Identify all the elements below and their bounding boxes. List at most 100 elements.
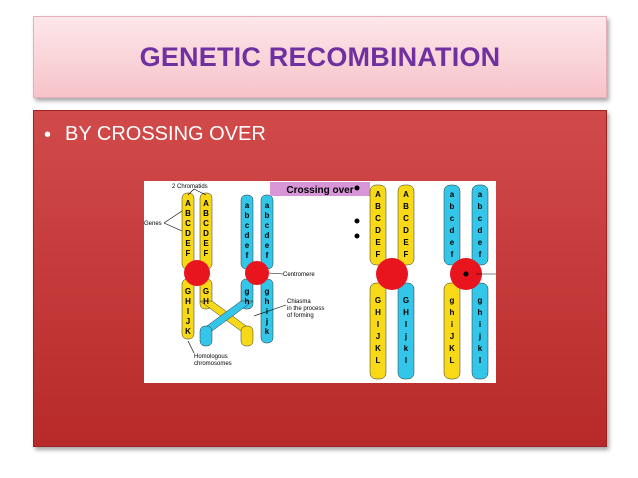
- svg-text:a: a: [245, 201, 250, 210]
- svg-text:b: b: [265, 211, 270, 220]
- svg-text:A: A: [375, 190, 381, 199]
- bullet-item: • BY CROSSING OVER: [44, 123, 266, 146]
- chromatid-crossed-cyan-bottom: [199, 325, 213, 347]
- svg-text:l: l: [405, 356, 407, 365]
- svg-text:B: B: [203, 209, 209, 218]
- svg-text:f: f: [479, 250, 482, 259]
- svg-text:k: k: [478, 344, 483, 353]
- bullet-dot-icon: •: [44, 123, 52, 146]
- svg-text:b: b: [245, 211, 250, 220]
- svg-text:K: K: [185, 327, 191, 336]
- svg-text:A: A: [403, 190, 409, 199]
- svg-text:i: i: [451, 320, 453, 329]
- svg-text:d: d: [450, 226, 455, 235]
- svg-text:h: h: [478, 308, 483, 317]
- svg-text:K: K: [375, 344, 381, 353]
- svg-text:b: b: [478, 202, 483, 211]
- svg-text:L: L: [450, 356, 455, 365]
- svg-text:j: j: [478, 332, 481, 341]
- svg-text:J: J: [450, 332, 454, 341]
- svg-text:d: d: [478, 226, 483, 235]
- content-panel: • BY CROSSING OVER A: [33, 110, 607, 447]
- svg-text:F: F: [376, 250, 381, 259]
- svg-text:e: e: [450, 238, 455, 247]
- svg-text:I: I: [187, 307, 189, 316]
- svg-text:c: c: [478, 214, 483, 223]
- svg-text:g: g: [478, 296, 483, 305]
- svg-text:B: B: [403, 202, 409, 211]
- svg-text:G: G: [375, 296, 381, 305]
- svg-text:c: c: [265, 221, 270, 230]
- svg-text:e: e: [265, 241, 270, 250]
- label-homologous-2: chromosomes: [194, 361, 232, 367]
- svg-text:e: e: [245, 241, 250, 250]
- svg-text:D: D: [203, 229, 209, 238]
- title-box: GENETIC RECOMBINATION: [33, 16, 607, 98]
- label-chiasma-3: of forming: [287, 313, 314, 319]
- svg-text:K: K: [449, 344, 455, 353]
- svg-text:c: c: [450, 214, 455, 223]
- right-centromere-1: [376, 258, 408, 290]
- right-yellow-2-upper: [397, 184, 415, 266]
- svg-text:h: h: [265, 297, 270, 306]
- svg-text:E: E: [403, 238, 409, 247]
- centromere-left-1: [184, 260, 210, 286]
- svg-text:g: g: [265, 287, 270, 296]
- right-yellow-swap-lower: [443, 282, 461, 380]
- svg-text:D: D: [185, 229, 191, 238]
- right-cyan-2-lower: [471, 282, 489, 380]
- svg-text:F: F: [186, 249, 191, 258]
- svg-text:k: k: [265, 327, 270, 336]
- svg-text:E: E: [203, 239, 209, 248]
- svg-text:G: G: [203, 287, 209, 296]
- svg-text:g: g: [245, 287, 250, 296]
- svg-text:g: g: [450, 296, 455, 305]
- slide-title: GENETIC RECOMBINATION: [139, 41, 501, 72]
- svg-text:k: k: [404, 344, 409, 353]
- svg-text:b: b: [450, 202, 455, 211]
- svg-text:I: I: [377, 320, 379, 329]
- svg-text:G: G: [185, 287, 191, 296]
- label-homologous-1: Homologous: [194, 354, 228, 360]
- svg-text:l: l: [479, 356, 481, 365]
- svg-text:H: H: [203, 297, 209, 306]
- right-yellow-1-upper: [369, 184, 387, 266]
- svg-text:I: I: [405, 320, 407, 329]
- svg-text:h: h: [450, 308, 455, 317]
- svg-text:B: B: [185, 209, 191, 218]
- svg-text:E: E: [375, 238, 381, 247]
- svg-text:G: G: [403, 296, 409, 305]
- svg-text:C: C: [375, 214, 381, 223]
- svg-text:c: c: [245, 221, 250, 230]
- svg-text:j: j: [265, 317, 268, 326]
- svg-text:D: D: [403, 226, 409, 235]
- right-yellow-1-lower: [369, 282, 387, 380]
- svg-text:B: B: [375, 202, 381, 211]
- svg-text:a: a: [450, 190, 455, 199]
- centromere-left-2: [245, 261, 269, 285]
- label-chiasma-1: Chiasma: [287, 299, 311, 305]
- svg-text:H: H: [403, 308, 409, 317]
- svg-text:L: L: [376, 356, 381, 365]
- right-cyan-2-upper: [471, 184, 489, 266]
- svg-text:C: C: [403, 214, 409, 223]
- svg-text:F: F: [404, 250, 409, 259]
- svg-text:H: H: [375, 308, 381, 317]
- banner-text: Crossing over: [286, 185, 353, 196]
- svg-text:F: F: [204, 249, 209, 258]
- right-cyan-swap-lower: [397, 282, 415, 380]
- svg-text:A: A: [185, 199, 191, 208]
- svg-text:D: D: [375, 226, 381, 235]
- svg-text:J: J: [186, 317, 190, 326]
- svg-text:J: J: [376, 332, 380, 341]
- svg-text:f: f: [266, 251, 269, 260]
- svg-text:a: a: [478, 190, 483, 199]
- label-chromatids: 2 Chromatids: [172, 184, 208, 190]
- label-genes: Genes: [144, 221, 162, 227]
- svg-text:A: A: [203, 199, 209, 208]
